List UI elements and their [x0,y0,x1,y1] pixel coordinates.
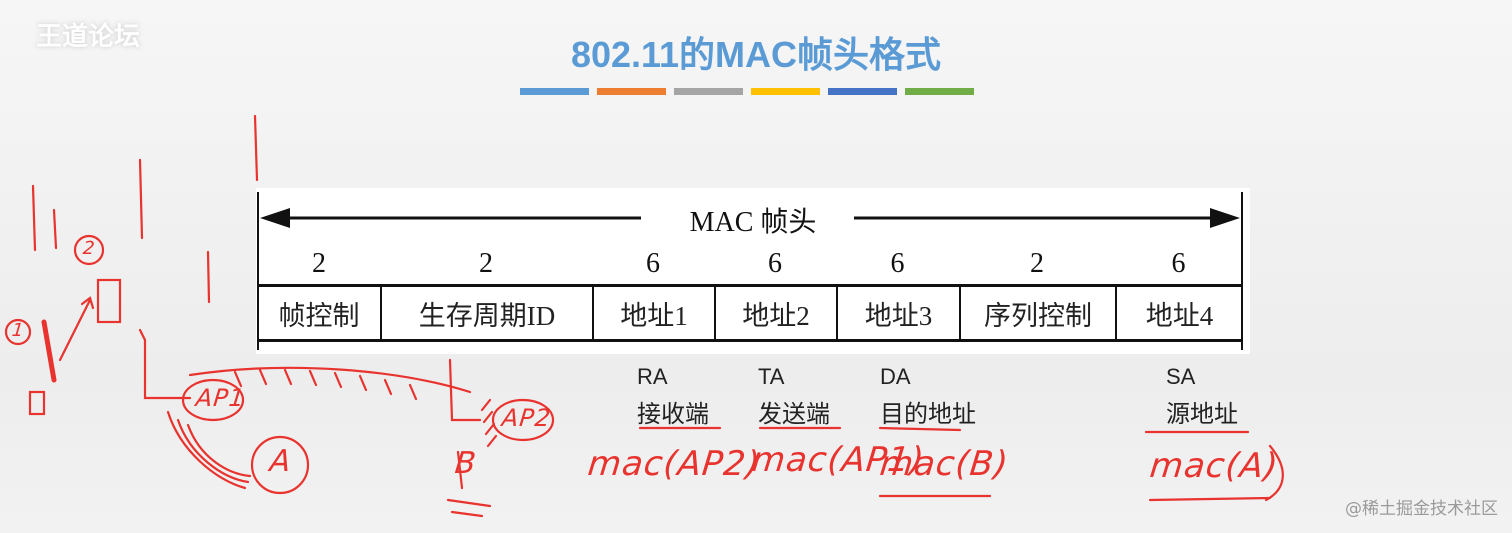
field-name: 地址3 [836,284,959,342]
annotation-desc: 源地址 [1166,394,1238,429]
handwritten-mac-a: mac(A) [1148,446,1281,486]
handwritten-ap2: AP2 [501,404,553,432]
field-name: 地址2 [714,284,836,342]
color-bar-4 [751,88,820,95]
annotation-abbr: SA [1166,364,1238,390]
annotation-abbr: RA [637,364,709,390]
ink-ap1-waves [168,412,250,488]
annotation-desc: 目的地址 [880,394,976,429]
color-bar-1 [520,88,589,95]
ink-stroke [208,252,209,302]
handwritten-a: A [268,444,293,479]
annotation-da: DA 目的地址 [880,364,976,429]
color-bar-3 [674,88,743,95]
field-size: 6 [1115,248,1242,280]
ink-ap2-waves [482,400,496,446]
field-name: 地址1 [592,284,714,342]
field-name: 地址4 [1115,284,1242,342]
ink-stroke [140,160,142,238]
slide-title: 802.11的MAC帧头格式 [0,26,1512,78]
ink-thick-stroke [44,322,54,380]
handwritten-2: 2 [82,238,97,259]
ink-stroke [255,116,257,180]
field-size: 6 [836,248,959,280]
figure-title: MAC 帧头 [256,200,1250,240]
color-bar-5 [828,88,897,95]
field-name: 序列控制 [959,284,1115,342]
ink-stroke [54,210,56,248]
handwritten-mac-ap2: mac(AP2) [586,444,763,484]
field-size: 2 [380,248,592,280]
annotation-abbr: TA [758,364,830,390]
annotation-ra: RA 接收端 [637,364,709,429]
annotation-ta: TA 发送端 [758,364,830,429]
ink-stroke [33,186,35,250]
ink-ap2-stand [450,360,480,420]
ink-underlines-2 [880,496,1270,500]
field-size: 6 [592,248,714,280]
handwritten-ap1: AP1 [195,384,247,412]
title-color-bars [520,88,974,95]
annotation-abbr: DA [880,364,976,390]
field-name: 生存周期ID [380,284,592,342]
field-name: 帧控制 [258,284,380,342]
ink-device-top [98,280,120,322]
color-bar-6 [905,88,974,95]
annotation-desc: 发送端 [758,394,830,429]
handwritten-1: 1 [11,320,26,341]
handwritten-mac-b: mac(B) [878,444,1011,484]
field-size: 2 [258,248,380,280]
handwritten-b: B [453,446,478,481]
ink-waves [235,370,416,399]
ink-device-bottom [30,392,44,414]
ink-arrow [60,298,93,360]
field-size: 6 [714,248,836,280]
color-bar-2 [597,88,666,95]
site-watermark: @稀土掘金技术社区 [1345,494,1498,519]
field-size: 2 [959,248,1115,280]
annotation-desc: 接收端 [637,394,709,429]
annotation-sa: SA 源地址 [1166,364,1238,429]
ink-ap1-stand [140,330,190,398]
